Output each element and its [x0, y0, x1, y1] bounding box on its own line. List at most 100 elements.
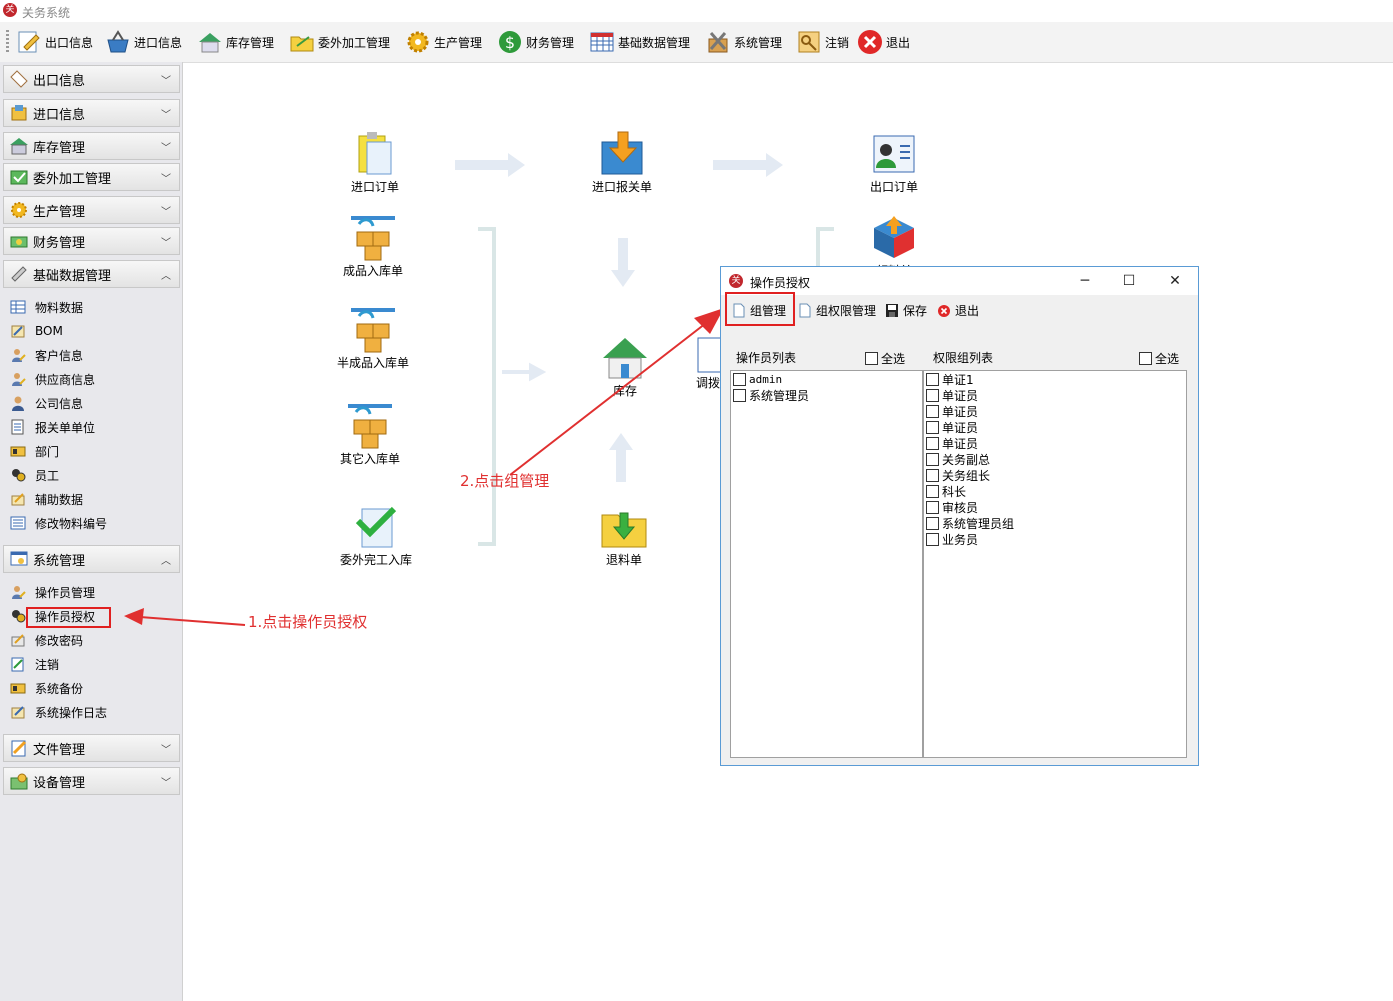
- save-button[interactable]: 保存: [885, 301, 927, 319]
- sidebar-item-change-password[interactable]: 修改密码: [10, 630, 83, 650]
- toolbar-basic-data-button[interactable]: 基础数据管理: [589, 28, 690, 56]
- sidebar-section-equipment[interactable]: 设备管理 ﹀: [3, 767, 180, 795]
- note-icon: [11, 325, 25, 338]
- sidebar-item-operator-authorization[interactable]: 操作员授权: [10, 606, 95, 626]
- list-item[interactable]: 关务副总: [924, 451, 1186, 467]
- checkbox[interactable]: [733, 372, 746, 386]
- sidebar-item-customer-info[interactable]: 客户信息: [10, 345, 83, 365]
- sidebar-item-system-log[interactable]: 系统操作日志: [10, 702, 107, 722]
- flow-finished-goods-receipt[interactable]: 成品入库单: [328, 214, 418, 279]
- checkbox[interactable]: [926, 516, 939, 530]
- sidebar-item-employee[interactable]: 员工: [10, 465, 59, 485]
- list-item[interactable]: 单证员: [924, 419, 1186, 435]
- checkbox[interactable]: [1139, 352, 1152, 365]
- checkbox[interactable]: [926, 484, 939, 498]
- checkbox[interactable]: [926, 436, 939, 450]
- sidebar-item-material-data[interactable]: 物料数据: [10, 297, 83, 317]
- flow-other-receipt[interactable]: 其它入库单: [325, 402, 415, 467]
- sidebar-item-logout[interactable]: 注销: [10, 654, 59, 674]
- operator-select-all[interactable]: 全选: [865, 350, 905, 367]
- checkbox[interactable]: [865, 352, 878, 365]
- pencil-icon: [11, 266, 27, 282]
- operator-list[interactable]: admin 系统管理员: [730, 370, 923, 758]
- sidebar-section-basic-data[interactable]: 基础数据管理 ︿: [3, 260, 180, 288]
- flow-outsourcing-completion[interactable]: 委外完工入库: [331, 503, 421, 568]
- checkbox[interactable]: [926, 500, 939, 514]
- minimize-button[interactable]: ─: [1080, 273, 1090, 289]
- toolbar-outsourcing-button[interactable]: 委外加工管理: [289, 28, 390, 56]
- checkbox[interactable]: [733, 388, 746, 402]
- sidebar-section-export-info[interactable]: 出口信息 ﹀: [3, 65, 180, 93]
- money-icon: [10, 236, 28, 248]
- clipboard-icon: [358, 132, 392, 175]
- sidebar-item-aux-data[interactable]: 辅助数据: [10, 489, 83, 509]
- group-permission-button[interactable]: 组权限管理: [798, 301, 876, 319]
- toolbar-import-info-button[interactable]: 进口信息: [105, 28, 182, 56]
- flow-material-return[interactable]: 退料单: [579, 503, 669, 568]
- toolbar-grip[interactable]: [6, 30, 9, 52]
- group-select-all[interactable]: 全选: [1139, 350, 1179, 367]
- sidebar-item-department[interactable]: 部门: [10, 441, 59, 461]
- document-icon: [733, 303, 745, 317]
- toolbar-production-button[interactable]: 生产管理: [405, 28, 482, 56]
- list-item[interactable]: 单证员: [924, 403, 1186, 419]
- toolbar-logout-button[interactable]: 注销: [796, 28, 849, 56]
- list-item[interactable]: admin: [731, 371, 922, 387]
- dialog-titlebar: 关 操作员授权 ─ ☐ ✕: [721, 267, 1198, 295]
- close-button[interactable]: ✕: [1169, 273, 1181, 289]
- checkbox[interactable]: [926, 404, 939, 418]
- outsourcing-icon: [10, 170, 28, 185]
- toolbar-inventory-button[interactable]: 库存管理: [197, 28, 274, 56]
- sidebar-section-inventory[interactable]: 库存管理 ﹀: [3, 132, 180, 160]
- system-window-icon: [10, 551, 28, 566]
- sidebar-item-bom[interactable]: BOM: [10, 321, 63, 341]
- exit-button[interactable]: 退出: [937, 301, 979, 319]
- sidebar-section-file[interactable]: 文件管理 ﹀: [3, 734, 180, 762]
- list-item[interactable]: 关务组长: [924, 467, 1186, 483]
- sidebar-item-company-info[interactable]: 公司信息: [10, 393, 83, 413]
- flow-export-order[interactable]: 出口订单: [849, 130, 939, 195]
- flow-semi-finished-receipt[interactable]: 半成品入库单: [328, 306, 418, 371]
- tools-icon: [708, 32, 728, 53]
- sidebar-item-system-backup[interactable]: 系统备份: [10, 678, 83, 698]
- list-item[interactable]: 审核员: [924, 499, 1186, 515]
- flow-inventory[interactable]: 库存: [580, 334, 670, 399]
- sidebar-item-customs-unit[interactable]: 报关单单位: [10, 417, 95, 437]
- toolbar-system-button[interactable]: 系统管理: [705, 28, 782, 56]
- flow-material-requisition[interactable]: 领料单: [849, 214, 939, 274]
- list-item[interactable]: 系统管理员组: [924, 515, 1186, 531]
- sidebar-section-import-info[interactable]: 进口信息 ﹀: [3, 99, 180, 127]
- checkbox[interactable]: [926, 372, 939, 386]
- sidebar-item-operator-management[interactable]: 操作员管理: [10, 582, 95, 602]
- toolbar-exit-button[interactable]: 退出: [857, 28, 910, 56]
- flow-bracket-right: [816, 227, 834, 266]
- list-item[interactable]: 单证员: [924, 387, 1186, 403]
- flow-transfer[interactable]: 调拨: [696, 334, 720, 394]
- checkbox[interactable]: [926, 468, 939, 482]
- list-item[interactable]: 单证1: [924, 371, 1186, 387]
- sidebar-section-finance[interactable]: 财务管理 ﹀: [3, 227, 180, 255]
- flow-import-declaration[interactable]: 进口报关单: [577, 130, 667, 195]
- list-item[interactable]: 系统管理员: [731, 387, 922, 403]
- chevron-down-icon: ﹀: [161, 76, 171, 87]
- group-management-button[interactable]: 组管理: [732, 301, 786, 319]
- toolbar-export-info-button[interactable]: 出口信息: [16, 28, 93, 56]
- sidebar-item-change-material-code[interactable]: 修改物料编号: [10, 513, 107, 533]
- checkbox[interactable]: [926, 388, 939, 402]
- list-item[interactable]: 业务员: [924, 531, 1186, 547]
- checkbox[interactable]: [926, 532, 939, 546]
- list-item[interactable]: 单证员: [924, 435, 1186, 451]
- sidebar-section-production[interactable]: 生产管理 ﹀: [3, 196, 180, 224]
- sidebar-section-outsourcing[interactable]: 委外加工管理 ﹀: [3, 163, 180, 191]
- annotation-step2: 2.点击组管理: [460, 472, 550, 490]
- toolbar-finance-button[interactable]: $ 财务管理: [497, 28, 574, 56]
- checkbox[interactable]: [926, 420, 939, 434]
- chevron-down-icon: ﹀: [161, 238, 171, 249]
- list-item[interactable]: 科长: [924, 483, 1186, 499]
- sidebar-item-supplier-info[interactable]: 供应商信息: [10, 369, 95, 389]
- maximize-button[interactable]: ☐: [1122, 273, 1136, 289]
- group-list[interactable]: 单证1 单证员 单证员 单证员 单证员 关务副总 关务组长 科长 审核员 系统管…: [923, 370, 1187, 758]
- flow-import-order[interactable]: 进口订单: [330, 130, 420, 195]
- checkbox[interactable]: [926, 452, 939, 466]
- sidebar-section-system[interactable]: 系统管理 ︿: [3, 545, 180, 573]
